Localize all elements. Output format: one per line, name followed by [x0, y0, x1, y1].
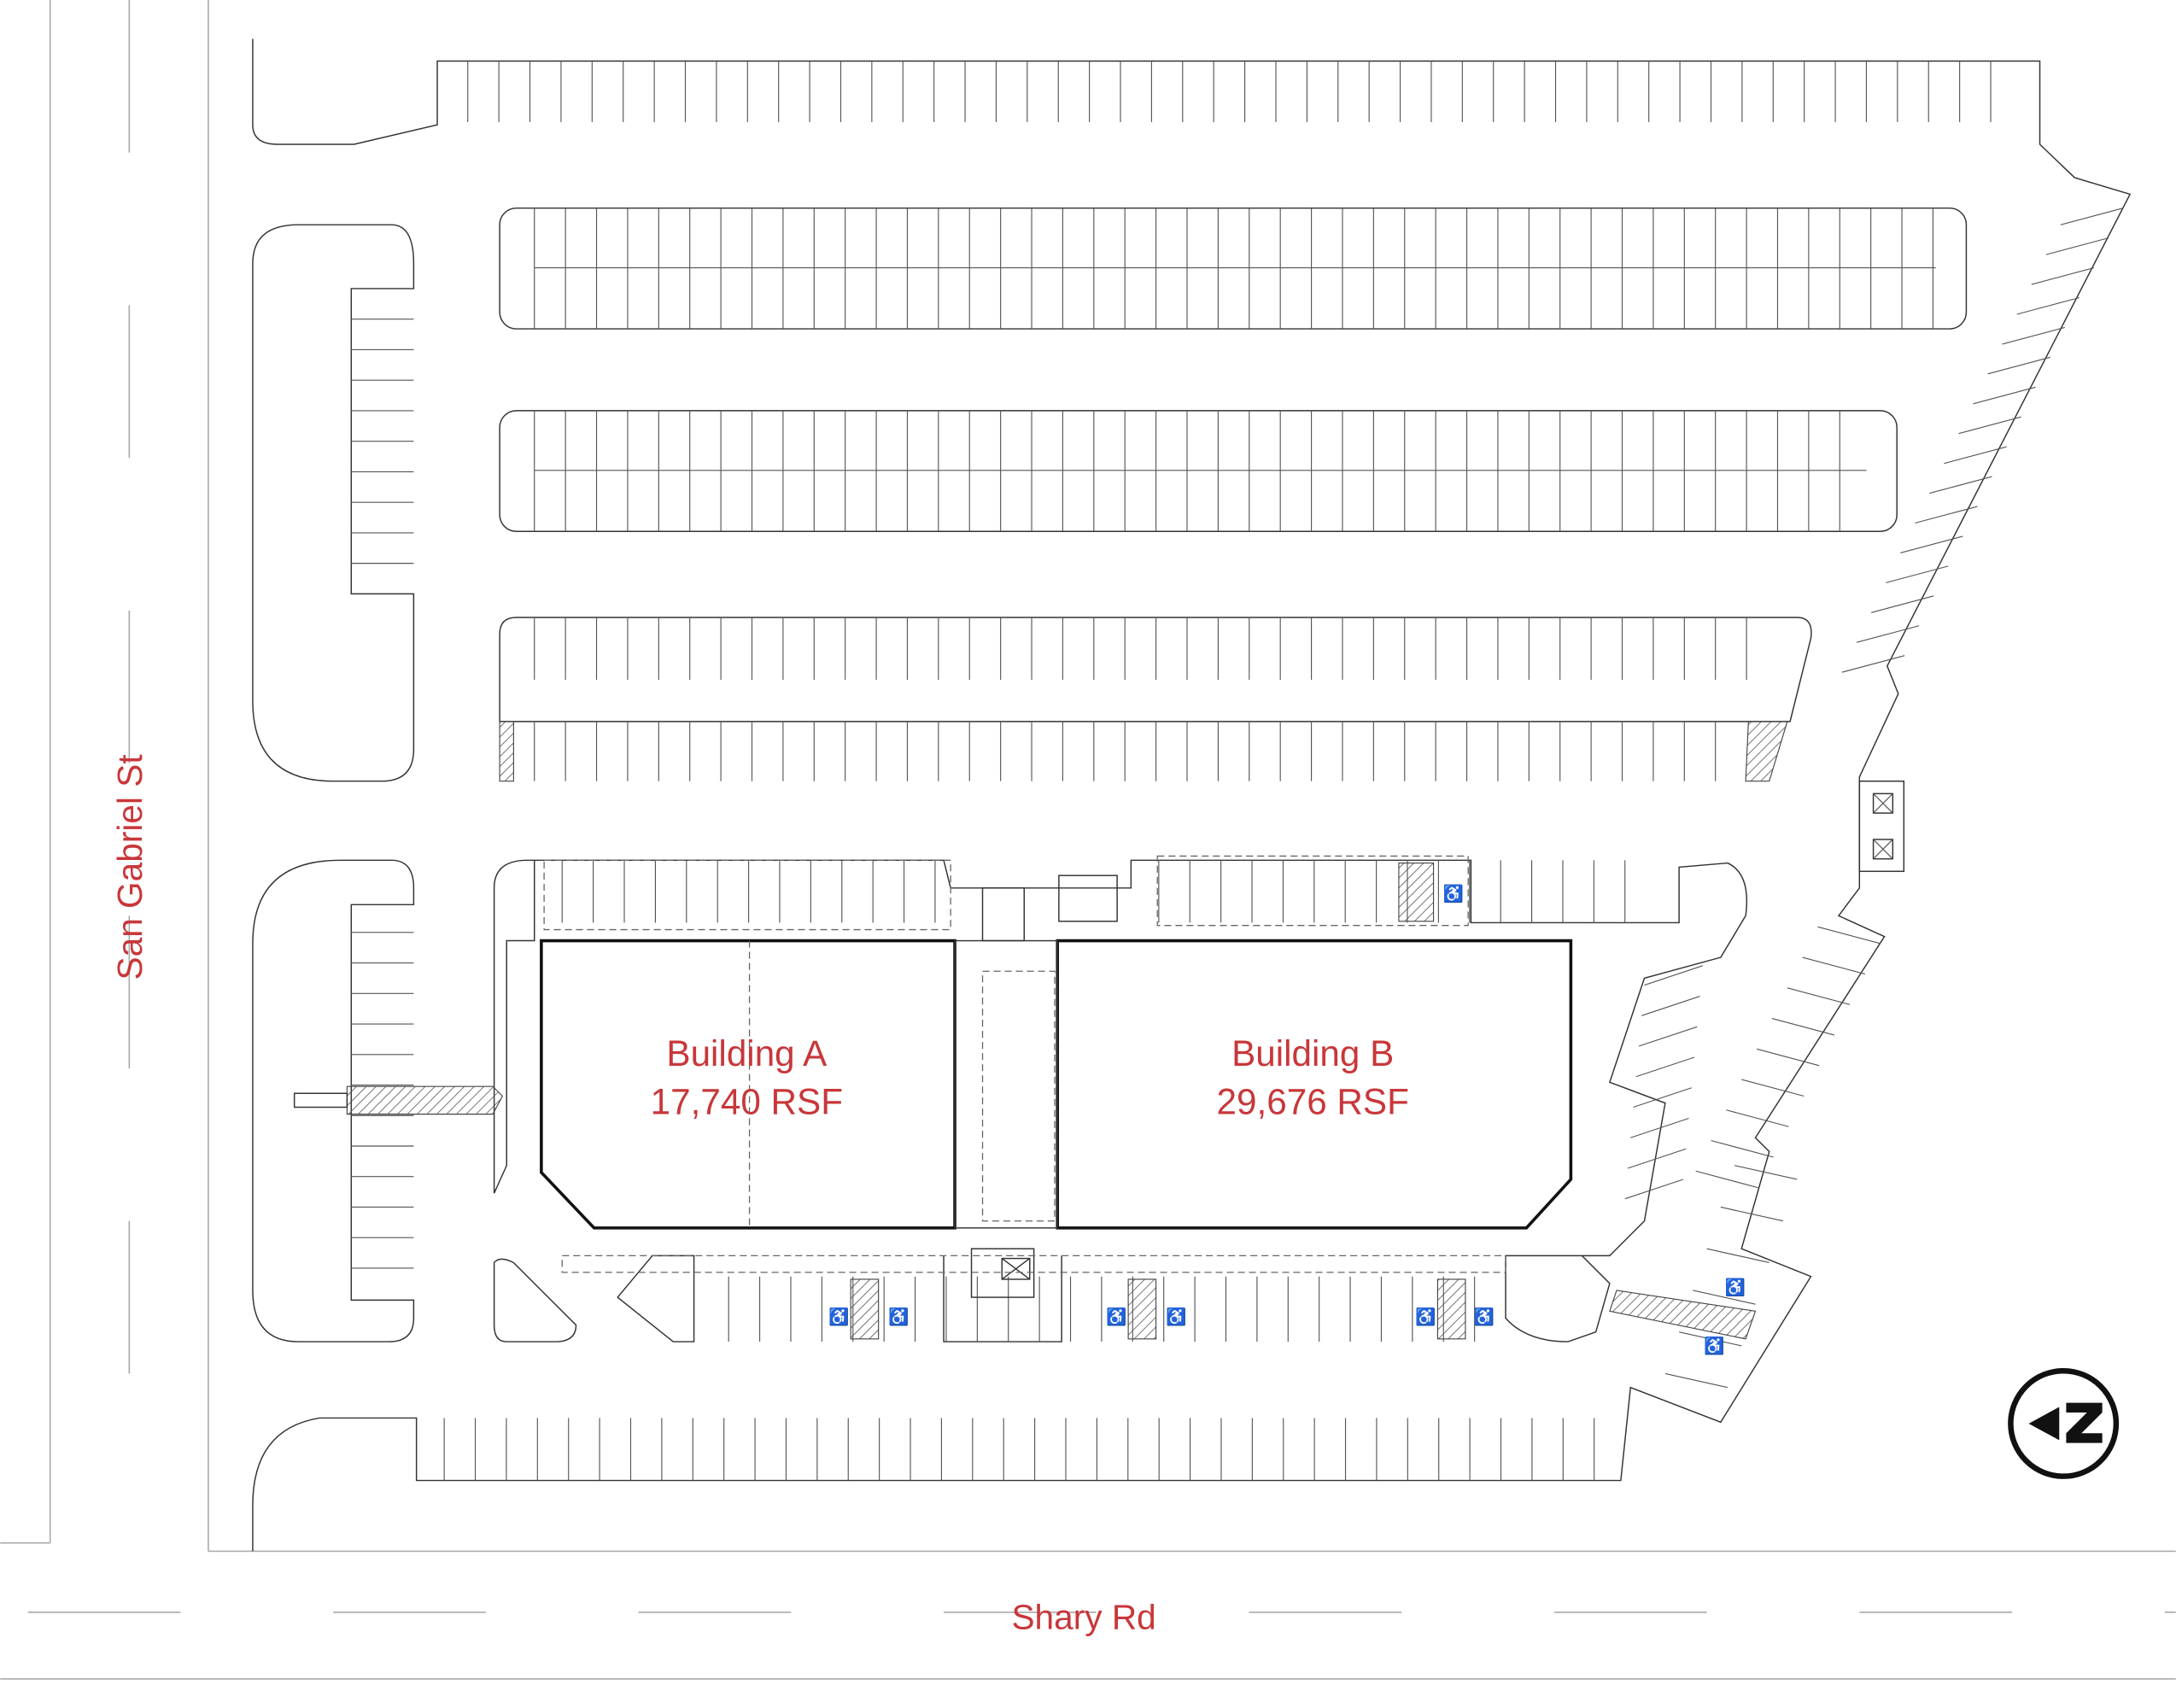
parking-stall-line	[1787, 987, 1851, 1005]
building-a-outline	[540, 939, 956, 1230]
parking-row-2	[499, 207, 1968, 330]
island-wedge	[617, 1255, 695, 1342]
parking-stall-line	[1624, 1179, 1684, 1200]
parking-stall-line	[1633, 1087, 1692, 1108]
building-b-area: 29,676 RSF	[1217, 1082, 1409, 1122]
parking-islands	[252, 207, 1968, 1342]
parking-stall-line	[1756, 1048, 1820, 1067]
parking-stalls	[351, 61, 2124, 1481]
stair-south	[970, 1248, 1035, 1298]
dumpster-enclosure	[1858, 780, 1905, 873]
parking-stall-line	[2031, 267, 2095, 285]
parking-stall-line	[1870, 595, 1934, 613]
parking-stall-line	[1734, 1165, 1798, 1180]
parking-stall-line	[1644, 965, 1703, 986]
parking-stall-line	[1627, 1148, 1687, 1169]
parking-stall-line	[1817, 926, 1881, 945]
accessible-aisle-1	[1398, 862, 1435, 922]
parking-row-4	[499, 617, 1812, 722]
accessible-icon: ♿	[1166, 1307, 1186, 1326]
accessible-symbols: ♿ ♿ ♿ ♿ ♿ ♿ ♿ ♿ ♿	[828, 884, 1746, 1356]
triangle-island	[493, 1258, 577, 1342]
accessible-aisle-4	[1436, 1278, 1466, 1340]
pad-west-edge	[493, 859, 535, 1194]
parking-stall-line	[1706, 1248, 1769, 1264]
parking-stall-line	[2002, 326, 2065, 345]
accessible-icon: ♿	[1106, 1307, 1126, 1326]
west-island-north	[252, 224, 415, 782]
island-center	[943, 1255, 1062, 1342]
accessible-icon: ♿	[888, 1307, 909, 1326]
parking-stall-line	[1664, 1372, 1729, 1389]
building-b-name: Building B	[1231, 1033, 1394, 1073]
parking-stall-line	[1741, 1079, 1805, 1097]
parking-stall-line	[1678, 1331, 1742, 1347]
hatched-walks	[293, 721, 1788, 1340]
canopy-a	[543, 859, 951, 931]
accessible-icon: ♿	[1704, 1336, 1724, 1355]
parking-stall-line	[1987, 356, 2050, 375]
breezeway	[954, 939, 1058, 1229]
parking-stall-line	[1886, 565, 1949, 583]
dumpster-x	[1873, 793, 1893, 860]
street-label-san-gabriel: San Gabriel St	[110, 754, 149, 980]
parking-stall-line	[1973, 386, 2036, 405]
parking-stall-line	[1856, 625, 1920, 643]
buildings	[540, 780, 1905, 1298]
elevator	[1001, 1257, 1031, 1280]
parking-stall-line	[2045, 237, 2109, 255]
parking-stall-line	[1841, 655, 1905, 673]
building-pad	[534, 859, 1748, 1342]
canopy-b	[1156, 855, 1469, 927]
accessible-icon: ♿	[1415, 1307, 1436, 1326]
crosswalk-east	[1609, 1290, 1757, 1340]
parking-stall-line	[1726, 1109, 1789, 1127]
parking-stall-line	[1693, 1290, 1756, 1305]
hatch-b	[1745, 721, 1788, 782]
parking-stall-line	[2060, 208, 2124, 225]
parking-stall-line	[1900, 535, 1963, 553]
parking-stall-line	[1641, 995, 1700, 1016]
equipment-pad	[1058, 874, 1118, 922]
parking-stall-line	[2016, 296, 2079, 315]
breezeway-inner	[981, 970, 1056, 1222]
parking-stall-line	[1630, 1117, 1689, 1138]
parking-stall-line	[1771, 1017, 1835, 1036]
elevator-x	[1001, 1258, 1031, 1280]
parking-stall-line	[1802, 956, 1865, 975]
lot-outline	[252, 38, 2132, 1552]
west-island-south	[252, 859, 415, 1342]
parking-stall-line	[1638, 1026, 1698, 1047]
parking-stall-line	[1929, 476, 1992, 494]
walk-stub	[293, 1092, 348, 1108]
dumpster-1	[1872, 793, 1894, 814]
accessible-icon: ♿	[1725, 1278, 1746, 1297]
building-a-name: Building A	[666, 1033, 828, 1073]
accessible-icon: ♿	[1474, 1307, 1495, 1326]
walkway-south	[561, 1255, 1506, 1273]
street-label-shary: Shary Rd	[1011, 1597, 1155, 1636]
parking-stall-line	[1958, 416, 2021, 435]
parking-row-3	[499, 410, 1898, 532]
north-arrow-icon	[2008, 1367, 2120, 1479]
parking-stall-line	[1915, 506, 1978, 524]
building-a-area: 17,740 RSF	[651, 1082, 843, 1122]
accessible-icon: ♿	[828, 1307, 849, 1326]
accessible-icon: ♿	[1443, 884, 1464, 904]
parking-stall-line	[1944, 446, 2007, 465]
accessible-aisle-3	[1127, 1278, 1157, 1340]
parking-stall-line	[1720, 1206, 1784, 1222]
hatch-a	[499, 721, 514, 782]
parking-stall-line	[1695, 1170, 1758, 1189]
accessible-aisle-2	[850, 1278, 880, 1340]
parking-stall-line	[1635, 1056, 1695, 1078]
crosswalk-west	[346, 1085, 504, 1115]
stair-north	[981, 887, 1025, 942]
dumpster-2	[1872, 839, 1894, 860]
parking-stall-line	[1711, 1139, 1774, 1158]
